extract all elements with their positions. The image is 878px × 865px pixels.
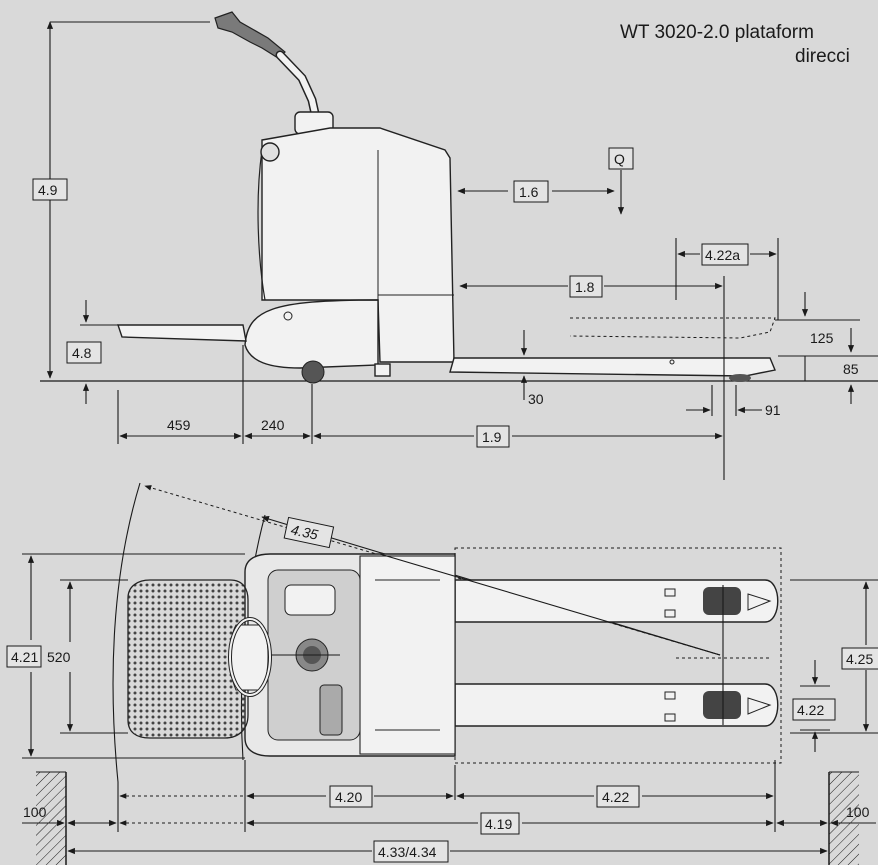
folding-platform [117, 324, 247, 342]
dim-4-9: 4.9 [38, 182, 58, 198]
dim-30: 30 [528, 391, 544, 407]
dim-4-22a: 4.22a [705, 247, 740, 263]
dim-459: 459 [167, 417, 191, 433]
top-view: 4.35 [6, 482, 878, 865]
dim-4-33-4-34: 4.33/4.34 [378, 844, 437, 860]
dim-4-8: 4.8 [72, 345, 92, 361]
dim-125: 125 [810, 330, 834, 346]
fork-bottom [454, 683, 779, 727]
dim-91: 91 [765, 402, 781, 418]
platform-top [127, 579, 249, 739]
dim-100-left: 100 [23, 804, 47, 820]
dim-1-9: 1.9 [482, 429, 502, 445]
turning-radius-arc [112, 482, 141, 783]
dim-4-21: 4.21 [11, 649, 38, 665]
turning-radius-line [144, 485, 721, 656]
dim-4-35: 4.35 [290, 521, 320, 542]
dim-4-22: 4.22 [602, 789, 629, 805]
dim-1-6: 1.6 [519, 184, 539, 200]
dim-4-20: 4.20 [335, 789, 362, 805]
side-view: 4.9 Q 1.6 4.22a 1.8 4.8 [32, 11, 878, 480]
dim-520: 520 [47, 649, 71, 665]
dim-1-8: 1.8 [575, 279, 595, 295]
dim-4-22-side: 4.22 [797, 702, 824, 718]
fork [449, 357, 776, 377]
title-line-2: direcci [795, 46, 850, 67]
dim-q: Q [614, 151, 625, 167]
tiller-handle [214, 11, 286, 59]
truck-body [261, 127, 455, 363]
platform-base [244, 299, 379, 369]
drive-wheel [301, 360, 325, 384]
dim-85: 85 [843, 361, 859, 377]
dim-4-19: 4.19 [485, 816, 512, 832]
fork-top [454, 579, 779, 623]
dim-240: 240 [261, 417, 285, 433]
dim-100-right: 100 [846, 804, 870, 820]
dim-4-25: 4.25 [846, 651, 873, 667]
title-line-1: WT 3020-2.0 plataform [620, 22, 814, 43]
